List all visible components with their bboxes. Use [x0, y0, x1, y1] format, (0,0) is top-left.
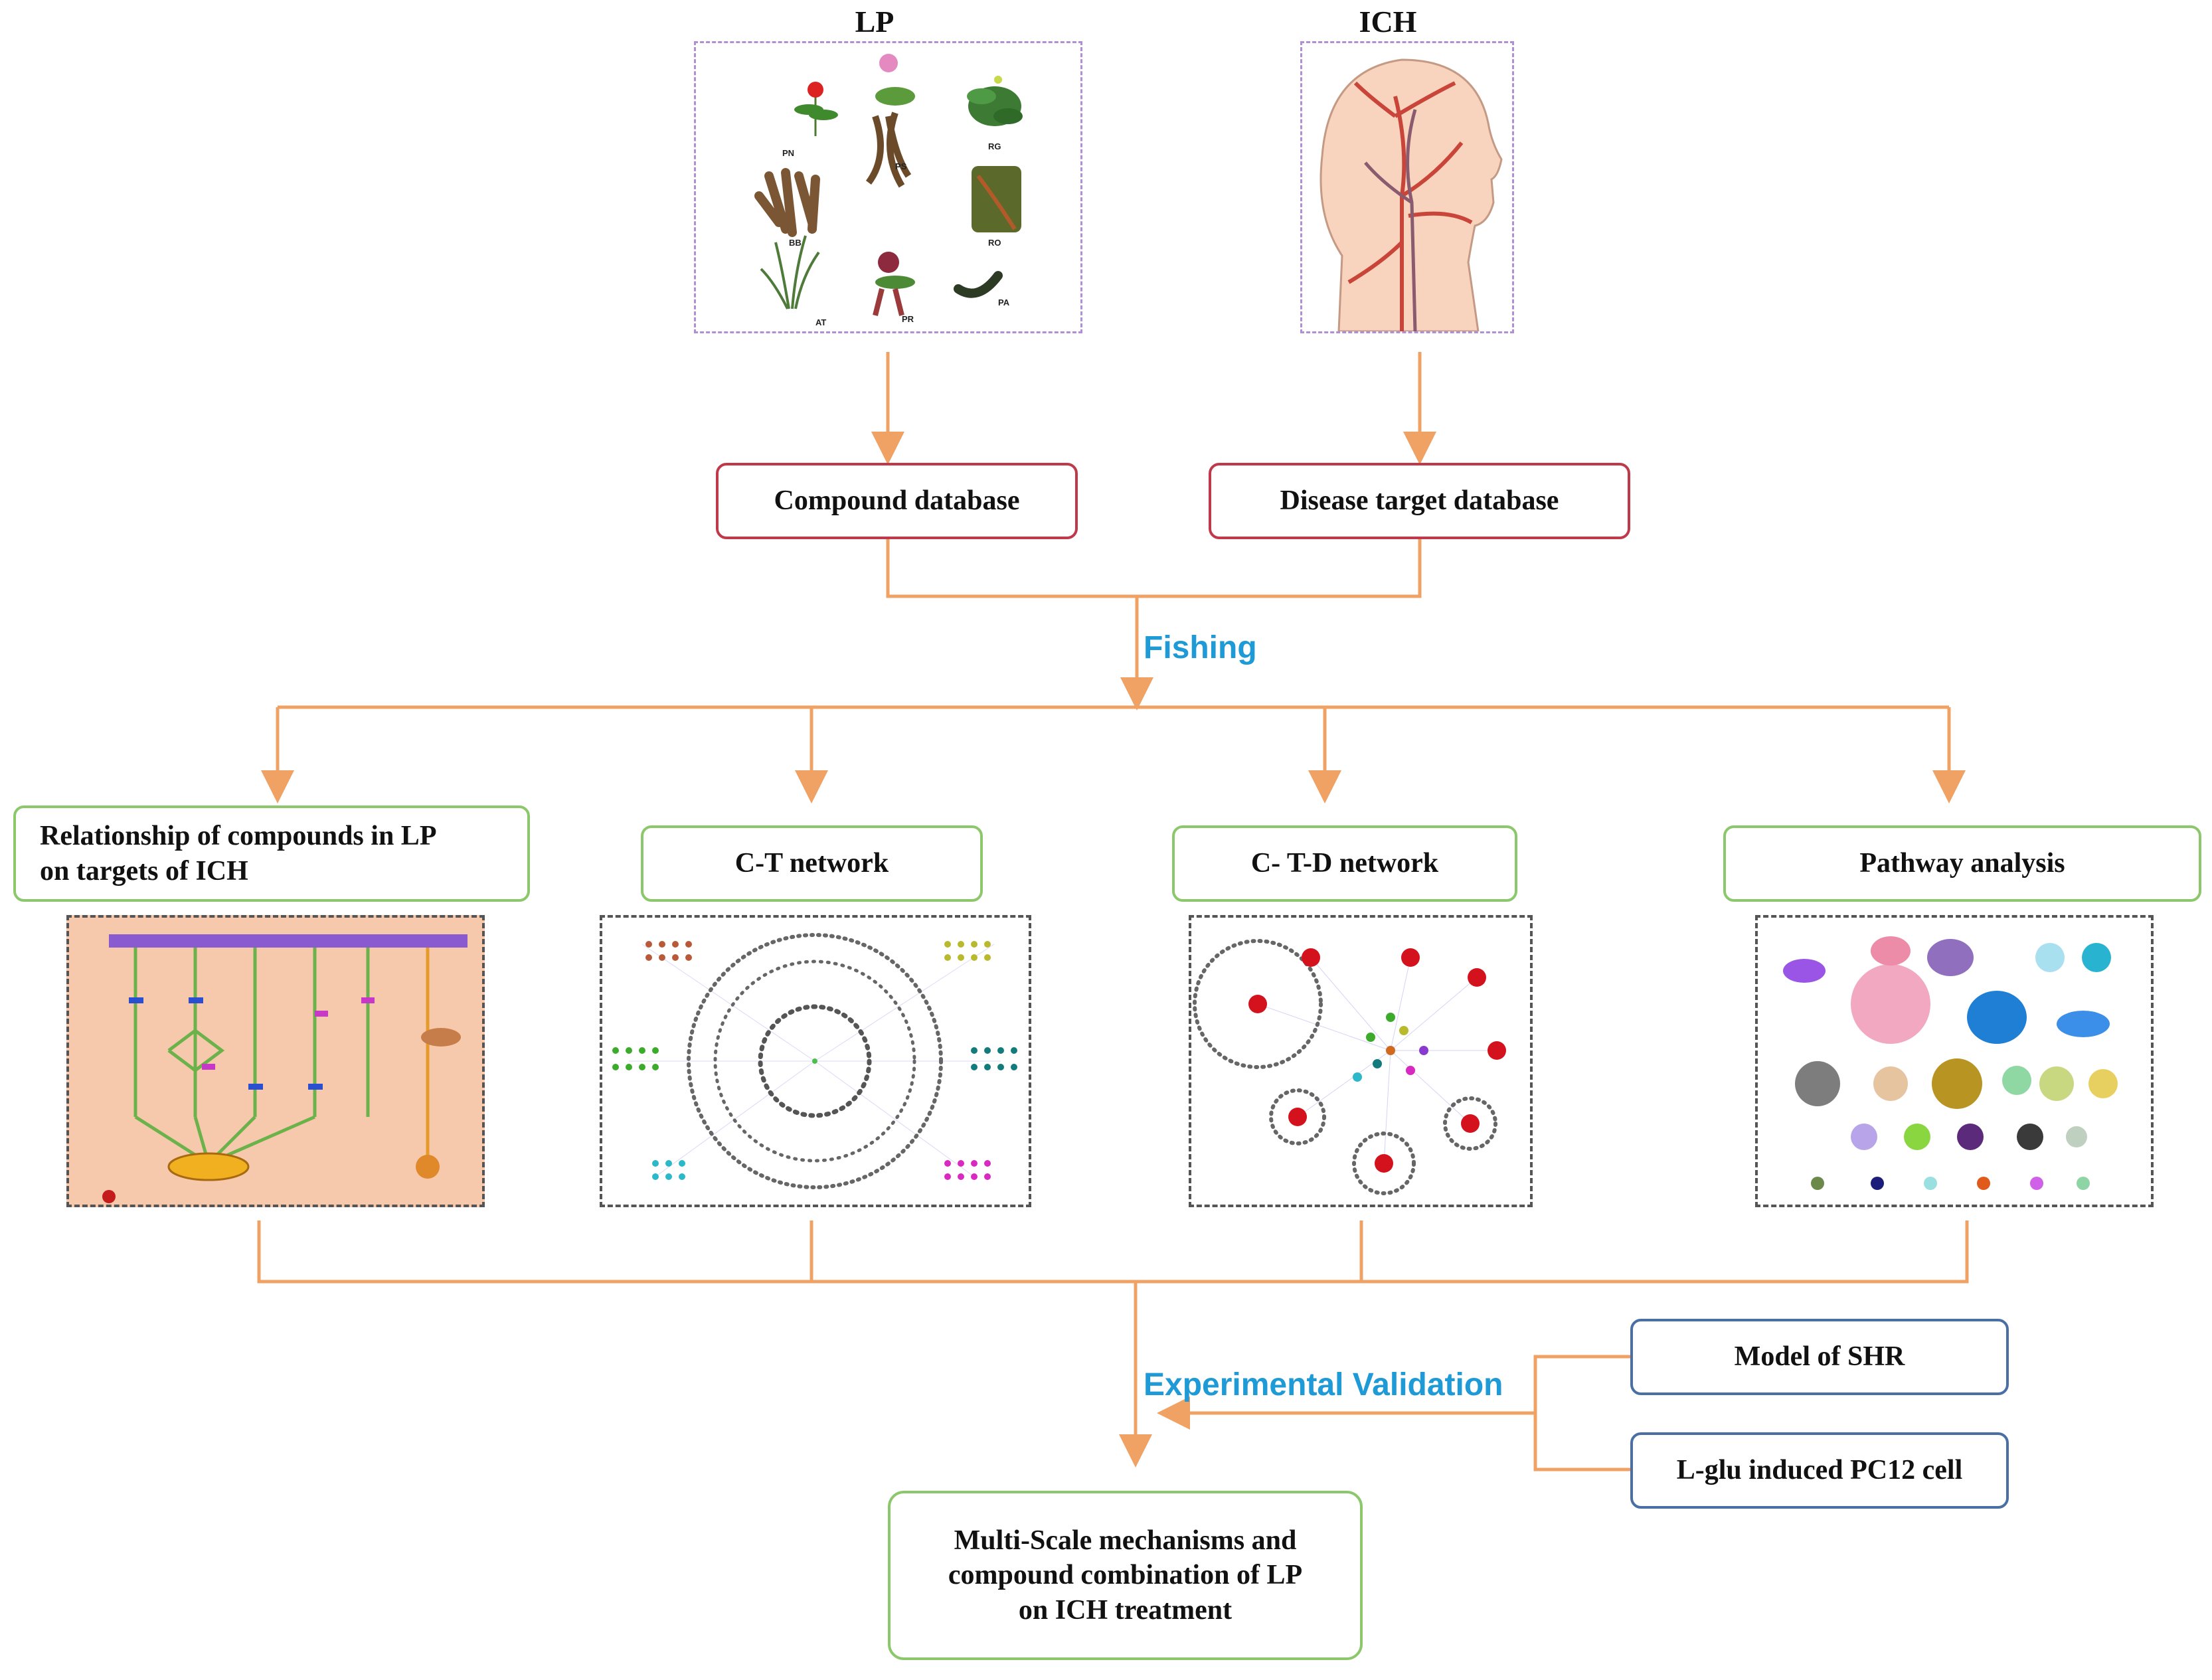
- pathway-map-image: [66, 915, 485, 1207]
- relationship-line-2: on targets of ICH: [40, 855, 248, 886]
- ctd-network-label: C- T-D network: [1250, 848, 1439, 879]
- pathway-analysis-label: Pathway analysis: [1859, 848, 2065, 879]
- merge-analyses-bar: [257, 1220, 1969, 1284]
- disease-target-database-label: Disease target database: [1280, 485, 1559, 517]
- pathway-network-image: [1755, 915, 2154, 1207]
- herb-ps: PS: [865, 54, 915, 188]
- lp-label: LP: [855, 5, 894, 39]
- ct-network-label: C-T network: [734, 848, 889, 879]
- lp-herbs-image: PN PS RG BB: [694, 41, 1082, 333]
- herb-at: AT: [760, 235, 826, 327]
- herbs-illustration: PN PS RG BB: [754, 54, 1023, 327]
- result-line-2: compound combination of LP: [948, 1560, 1303, 1591]
- relationship-line-1: Relationship of compounds in LP: [40, 821, 437, 851]
- compound-database-box: Compound database: [716, 463, 1078, 539]
- herb-rg: RG: [967, 76, 1023, 151]
- plant-tag: RG: [988, 141, 1001, 151]
- result-line-1: Multi-Scale mechanisms and: [954, 1525, 1297, 1556]
- herb-ro: RO: [972, 166, 1021, 248]
- merge-databases: [886, 539, 1422, 598]
- plant-tag: PS: [895, 161, 907, 171]
- plant-tag: PR: [902, 314, 914, 324]
- plant-tag: PA: [998, 297, 1010, 307]
- herb-bb: BB: [754, 168, 820, 248]
- result-line-3: on ICH treatment: [1018, 1594, 1233, 1626]
- plant-tag: RO: [988, 238, 1001, 248]
- relationship-analysis-box: Relationship of compounds in LP on targe…: [13, 805, 530, 902]
- plant-tag: PN: [782, 148, 794, 158]
- ich-head-image: [1300, 41, 1514, 333]
- shr-model-box: Model of SHR: [1630, 1319, 2009, 1395]
- shr-model-label: Model of SHR: [1734, 1341, 1905, 1373]
- fishing-label: Fishing: [1144, 630, 1257, 665]
- ich-label: ICH: [1359, 5, 1417, 39]
- herb-pr: PR: [873, 252, 915, 324]
- head-vessel-illustration: [1319, 58, 1503, 333]
- herb-pn: PN: [782, 82, 838, 158]
- compound-database-label: Compound database: [774, 485, 1020, 517]
- ct-network-illustration: [612, 933, 1017, 1189]
- ct-network-image: [600, 915, 1031, 1207]
- ctd-network-illustration: [1193, 939, 1506, 1195]
- pc12-cell-label: L-glu induced PC12 cell: [1676, 1455, 1963, 1486]
- pathway-clusters-illustration: [1783, 936, 2118, 1190]
- pathway-analysis-box: Pathway analysis: [1723, 825, 2201, 902]
- validation-bracket: [1533, 1355, 1630, 1471]
- ctd-network-box: C- T-D network: [1172, 825, 1517, 902]
- herb-pa: PA: [954, 271, 1010, 307]
- signaling-pathway-illustration: [102, 934, 468, 1203]
- plant-tag: AT: [815, 317, 826, 327]
- disease-target-database-box: Disease target database: [1209, 463, 1630, 539]
- experimental-validation-label: Experimental Validation: [1144, 1367, 1503, 1402]
- ctd-network-image: [1189, 915, 1533, 1207]
- plant-tag: BB: [789, 238, 802, 248]
- ct-network-box: C-T network: [641, 825, 983, 902]
- pc12-cell-box: L-glu induced PC12 cell: [1630, 1432, 2009, 1509]
- result-box: Multi-Scale mechanisms and compound comb…: [888, 1491, 1363, 1660]
